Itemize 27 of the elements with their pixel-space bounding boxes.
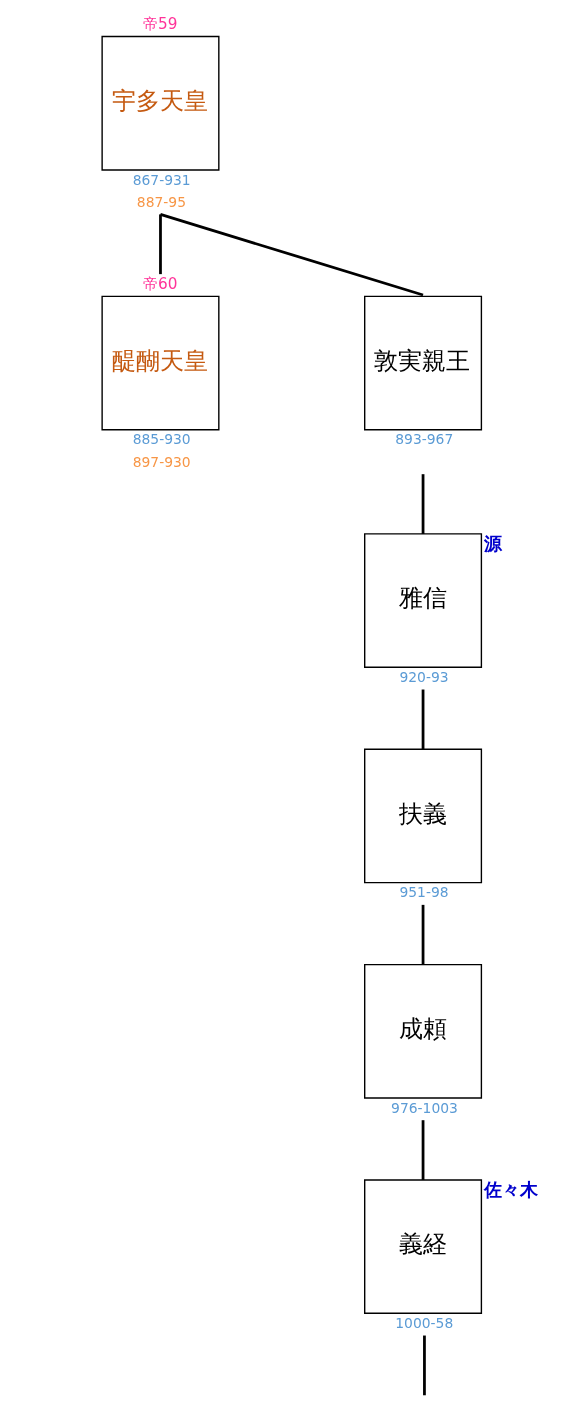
node-box: 扶義: [363, 748, 482, 884]
node-label: 897-930: [132, 453, 191, 470]
node-box: 成頼: [363, 963, 482, 1099]
node-box: 醍醐天皇: [100, 295, 220, 431]
connector: [159, 213, 423, 297]
node-label: 帝60: [142, 275, 178, 294]
node-box: 義経: [363, 1179, 482, 1314]
node-box: 宇多天皇: [100, 35, 220, 171]
node-label: 885-930: [132, 431, 191, 448]
connector: [421, 904, 424, 965]
node-label: 887-95: [136, 193, 186, 210]
node-label: 867-931: [132, 171, 191, 188]
connector: [422, 1335, 426, 1396]
node-label: 佐々木: [483, 1178, 538, 1200]
connector: [421, 1120, 424, 1180]
connector: [421, 474, 424, 534]
node-label: 951-98: [398, 884, 449, 901]
connector: [421, 689, 424, 750]
node-label: 帝59: [142, 15, 178, 34]
node-box: 雅信: [363, 533, 482, 668]
connector: [158, 214, 162, 275]
node-label: 893-967: [394, 431, 453, 448]
node-box: 敦実親王: [363, 295, 482, 431]
node-label: 920-93: [398, 668, 449, 685]
node-label: 976-1003: [390, 1099, 458, 1116]
node-label: 源: [483, 532, 502, 554]
node-label: 1000-58: [394, 1314, 453, 1331]
